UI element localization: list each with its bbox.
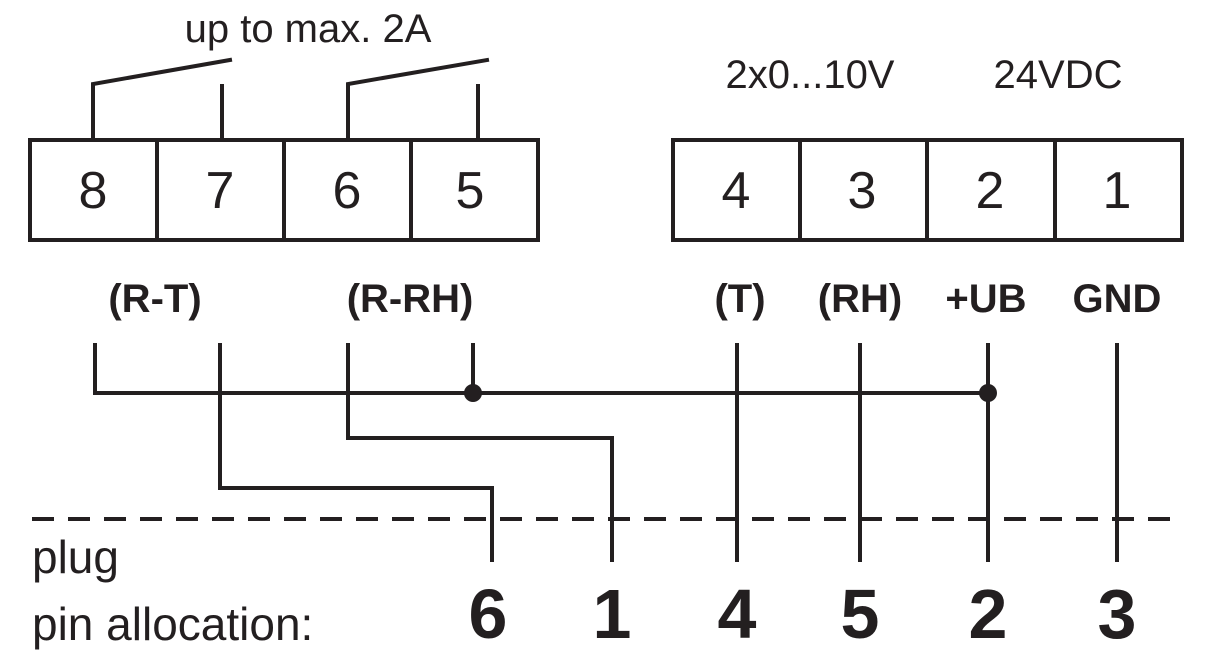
terminal-7: 7 [206, 162, 235, 220]
terminal-6: 6 [333, 162, 362, 220]
plug-pin-rh: 5 [841, 575, 880, 653]
relay-contact-8-7 [91, 57, 233, 142]
terminal-3: 3 [848, 162, 877, 220]
analog-output-label: 2x0...10V [725, 53, 894, 97]
relay-contact-6-5 [346, 57, 490, 142]
wiring-lines [93, 343, 1119, 562]
plug-pin-r-rh: 1 [593, 575, 632, 653]
signal-label-ub: +UB [945, 277, 1026, 321]
wire-r-rh [346, 343, 614, 562]
signal-label-rh: (RH) [818, 277, 902, 321]
wire-common-ub [93, 343, 990, 395]
signal-label-r-rh: (R-RH) [347, 277, 474, 321]
junction-dot-terminal-5 [464, 384, 482, 402]
terminal-4: 4 [722, 162, 751, 220]
plug-pin-r-t: 6 [469, 575, 508, 653]
relay-rating-label: up to max. 2A [185, 7, 432, 51]
plug-pin-t: 4 [718, 575, 757, 653]
signal-label-t: (T) [714, 277, 765, 321]
signal-label-gnd: GND [1073, 277, 1162, 321]
terminal-1: 1 [1103, 162, 1132, 220]
signal-label-r-t: (R-T) [108, 277, 201, 321]
terminal-block-left [28, 138, 540, 242]
plug-label: plug [32, 531, 119, 583]
junction-dot-ub [979, 384, 997, 402]
terminal-2: 2 [976, 162, 1005, 220]
supply-voltage-label: 24VDC [994, 53, 1123, 97]
pin-allocation-label: pin allocation: [32, 598, 313, 650]
plug-pin-ub: 2 [969, 575, 1008, 653]
plug-pin-gnd: 3 [1098, 575, 1137, 653]
terminal-8: 8 [79, 162, 108, 220]
wire-r-t [218, 343, 494, 562]
terminal-block-right [671, 138, 1184, 242]
terminal-5: 5 [456, 162, 485, 220]
